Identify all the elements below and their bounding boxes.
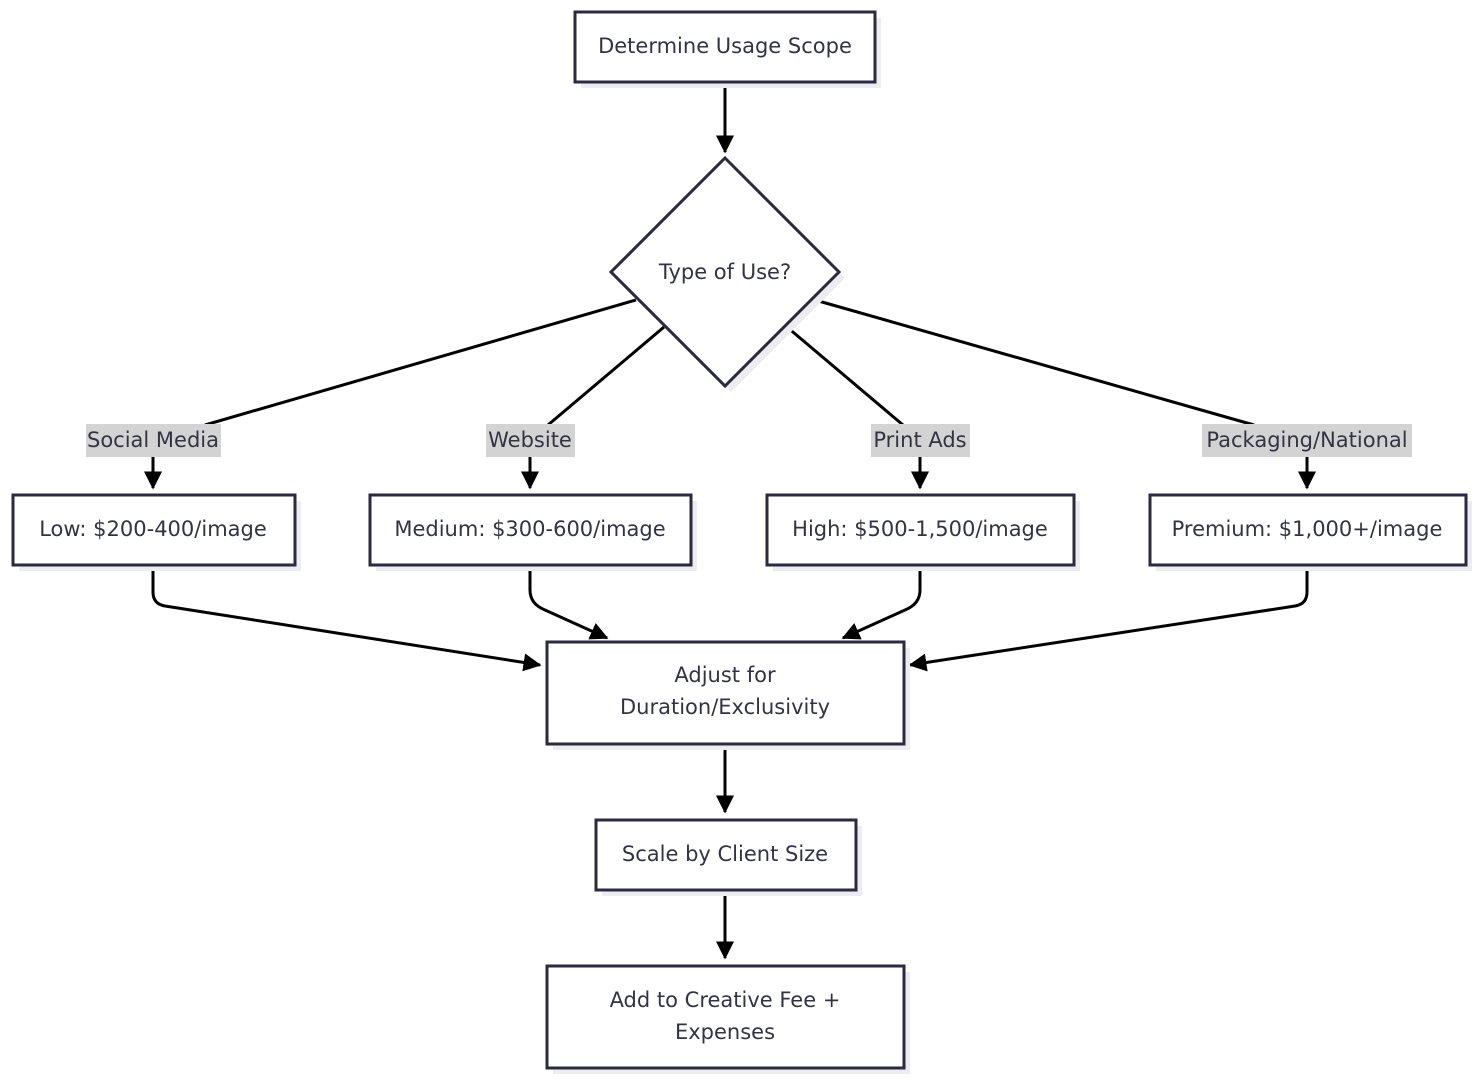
node-premium-label: Premium: $1,000+/image xyxy=(1172,517,1443,541)
node-low: Low: $200-400/image xyxy=(11,493,301,571)
edge-label-packaging: Packaging/National xyxy=(1202,424,1412,457)
edge-high-to-adjust xyxy=(841,566,922,640)
node-high: High: $500-1,500/image xyxy=(765,493,1080,571)
node-add-label-line1: Add to Creative Fee + xyxy=(610,988,841,1012)
edges xyxy=(144,82,1316,960)
node-decision: Type of Use? xyxy=(608,155,845,392)
edge-decision-to-packaging xyxy=(814,298,1255,427)
edge-decision-to-social xyxy=(204,298,637,427)
edge-label-print-text: Print Ads xyxy=(873,428,966,452)
node-high-label: High: $500-1,500/image xyxy=(792,517,1048,541)
edge-decision-to-print xyxy=(786,325,904,427)
node-decision-label: Type of Use? xyxy=(658,260,791,284)
node-premium: Premium: $1,000+/image xyxy=(1148,493,1472,571)
edge-decision-to-website xyxy=(547,325,665,427)
node-medium: Medium: $300-600/image xyxy=(368,493,697,571)
edge-label-website-text: Website xyxy=(488,428,572,452)
node-add: Add to Creative Fee + Expenses xyxy=(545,964,910,1074)
edge-label-social: Social Media xyxy=(86,424,221,457)
edge-label-print: Print Ads xyxy=(871,424,970,457)
edge-label-packaging-text: Packaging/National xyxy=(1206,428,1407,452)
node-start: Determine Usage Scope xyxy=(573,10,881,88)
edge-medium-to-adjust xyxy=(528,566,609,640)
node-start-label: Determine Usage Scope xyxy=(598,34,852,58)
node-scale: Scale by Client Size xyxy=(594,818,862,896)
edge-premium-to-adjust xyxy=(908,566,1309,672)
edge-low-to-adjust xyxy=(151,566,542,672)
node-adjust-label-line2: Duration/Exclusivity xyxy=(620,695,830,719)
node-adjust-label-line1: Adjust for xyxy=(674,663,776,687)
node-adjust: Adjust for Duration/Exclusivity xyxy=(545,640,910,750)
node-medium-label: Medium: $300-600/image xyxy=(394,517,665,541)
node-add-label-line2: Expenses xyxy=(675,1020,775,1044)
node-low-label: Low: $200-400/image xyxy=(39,517,267,541)
edge-label-website: Website xyxy=(486,424,575,457)
node-scale-label: Scale by Client Size xyxy=(622,842,828,866)
edge-label-social-text: Social Media xyxy=(87,428,219,452)
